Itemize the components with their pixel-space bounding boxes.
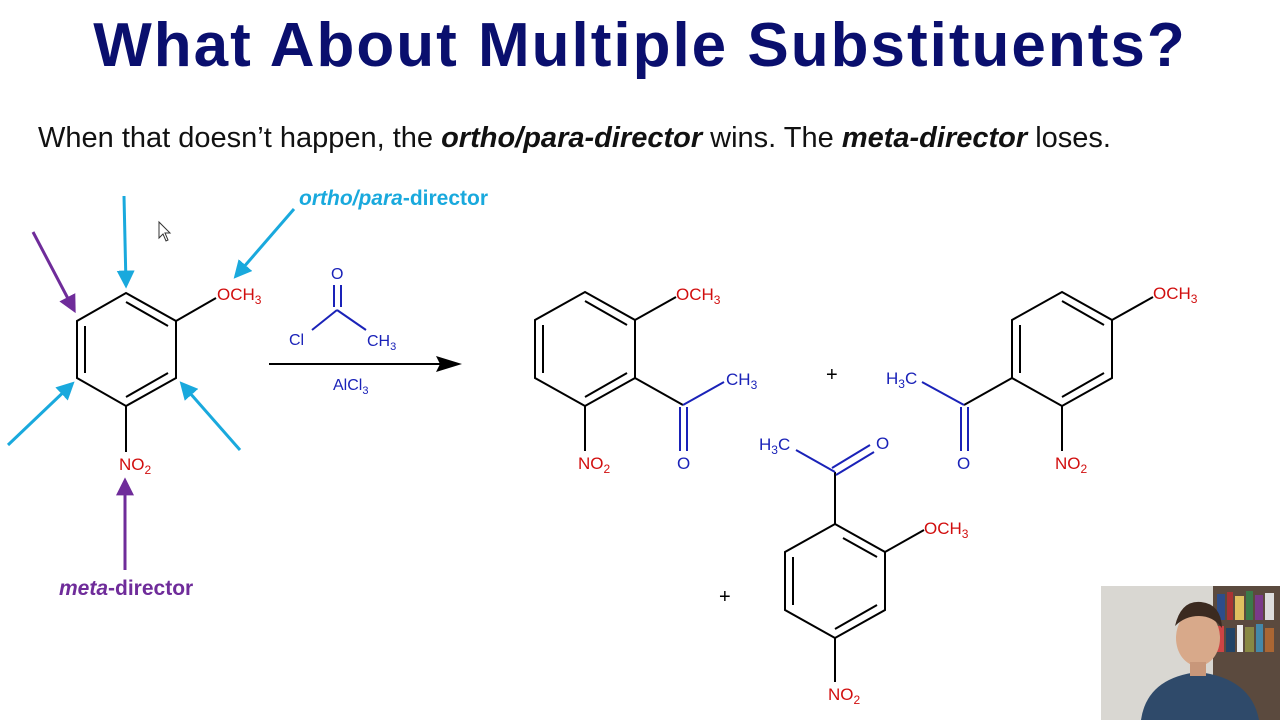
slide-title: What About Multiple Substituents? — [93, 11, 1187, 80]
ortho-para-arrow-lower-left — [6, 381, 75, 447]
reactant-benzene-ring — [76, 291, 177, 408]
reagent-oxygen-label: O — [331, 266, 343, 283]
presenter-video-image — [1101, 586, 1280, 720]
subtitle-text-1: When that doesn’t happen, the — [38, 122, 442, 154]
product2-och3-label: OCH3 — [1153, 284, 1198, 306]
reagent-cl-label: Cl — [289, 332, 304, 349]
plus-sign-2: + — [719, 586, 731, 608]
mouse-cursor-icon — [158, 220, 172, 242]
subtitle-emphasis-ortho-para: ortho/para-director — [441, 122, 703, 154]
ortho-para-arrow-lower-right — [179, 381, 242, 451]
meta-director-label: meta-director — [59, 577, 193, 600]
webcam-video-overlay — [1101, 586, 1280, 720]
product1-och3-label: OCH3 — [676, 285, 721, 307]
product1-oxygen-label: O — [677, 454, 690, 473]
reactant-molecule: OCH3 NO2 ortho/para-director meta-direct… — [6, 187, 488, 600]
meta-arrow-upper-left — [31, 231, 76, 314]
product2-no2-label: NO2 — [1055, 454, 1088, 476]
reaction-arrowhead — [436, 356, 462, 372]
ortho-para-director-label: ortho/para-director — [299, 187, 488, 210]
product3-h3c-label: H3C — [759, 435, 790, 457]
subtitle-emphasis-meta: meta-director — [841, 122, 1028, 154]
reactant-no2-label: NO2 — [119, 455, 152, 477]
product3-och3-label: OCH3 — [924, 519, 969, 541]
subtitle-text-2: wins. The — [702, 122, 842, 154]
subtitle-text-3: loses. — [1027, 122, 1111, 154]
product-3: OCH3 H3C O NO2 — [759, 434, 969, 707]
product-2: OCH3 H3C O NO2 — [886, 284, 1198, 476]
product3-oxygen-label: O — [876, 434, 889, 453]
ortho-para-arrow-top — [116, 195, 135, 289]
reagent-ch3-label: CH3 — [367, 333, 396, 353]
slide-subtitle: When that doesn’t happen, the ortho/para… — [38, 122, 1111, 155]
reactant-och3-label: OCH3 — [217, 285, 262, 307]
catalyst-label: AlCl3 — [333, 377, 368, 397]
product2-h3c-label: H3C — [886, 369, 917, 391]
product1-ch3-label: CH3 — [726, 370, 758, 392]
reactant-och3-bond — [175, 297, 217, 322]
plus-sign-1: + — [826, 364, 838, 386]
ortho-para-arrow-label — [233, 208, 296, 279]
product1-no2-label: NO2 — [578, 454, 611, 476]
product3-no2-label: NO2 — [828, 685, 861, 707]
product2-oxygen-label: O — [957, 454, 970, 473]
product-1: OCH3 CH3 O NO2 — [534, 285, 758, 476]
reagent-acetyl-chloride: O Cl CH3 — [289, 266, 396, 353]
